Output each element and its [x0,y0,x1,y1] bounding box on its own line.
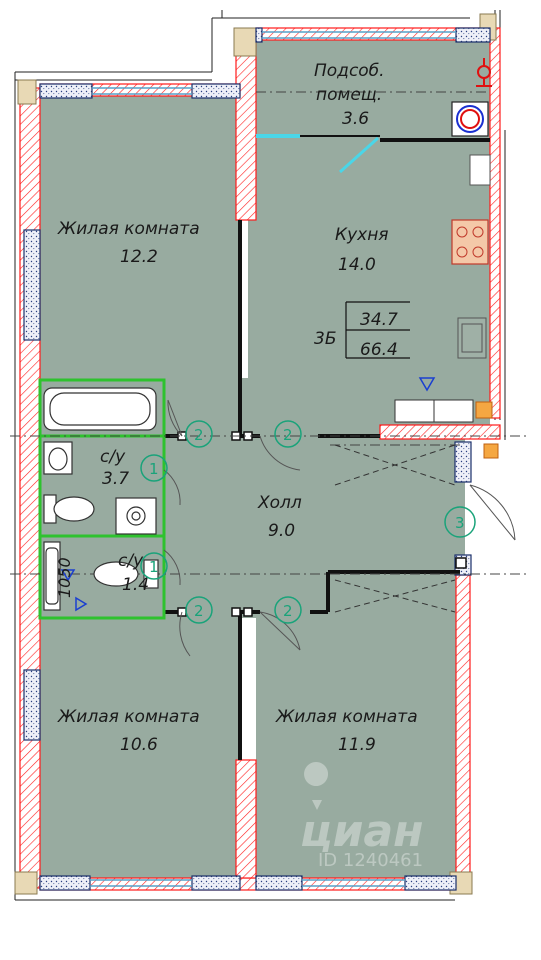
level-markers [60,377,436,612]
utility-area: 3.6 [342,109,369,129]
utility-door [256,134,380,174]
toilet-1 [43,494,95,524]
sink-2 [43,541,61,611]
door-marker-2c: 2 [194,602,204,620]
living-room-2-name: Жилая комната [57,707,200,727]
door-marker-2d: 2 [283,602,293,620]
living-room-1-area: 12.2 [120,247,158,267]
toilet-2 [93,559,159,589]
living-room-1-name: Жилая комната [57,219,200,239]
cian-watermark: циан ID 1240461 [300,762,424,871]
bathroom-walls [38,378,166,620]
floor-fill [40,40,490,878]
radiator [394,399,499,459]
watermark-id: ID 1240461 [318,850,423,871]
dimension-label: 1050 [55,557,74,598]
door-swings [163,399,516,657]
stove [451,219,489,265]
bathroom-1-area: 3.7 [102,469,129,489]
apartment-total-area: 66.4 [360,340,398,360]
utility-name-line2: помещ. [316,85,382,105]
kitchen-area: 14.0 [338,255,376,275]
bathroom-1-name: с/у [100,447,126,467]
gas-valve-icon [476,58,492,87]
bathtub [43,387,157,431]
boiler [451,101,489,137]
kitchen-sink [457,317,487,359]
living-room-2-area: 10.6 [120,735,158,755]
door-marker-1a: 1 [149,460,159,478]
door-marker-2b: 2 [283,426,293,444]
living-room-3-name: Жилая комната [275,707,418,727]
bathroom-2-area: 1.4 [122,575,149,595]
door-markers [140,420,476,624]
hall-name: Холл [257,493,302,513]
apartment-living-area: 34.7 [360,310,398,330]
hall-area: 9.0 [268,521,295,541]
door-marker-3: 3 [455,514,465,532]
door-marker-2a: 2 [194,426,204,444]
apartment-type: 3Б [314,329,336,349]
utility-name-line1: Подсоб. [314,61,385,81]
corner-blocks [14,13,497,895]
window-glass-lines [90,31,456,887]
door-marker-1b: 1 [149,558,159,576]
apartment-info: 3Б 34.7 66.4 [314,301,410,360]
living-room-3-area: 11.9 [338,735,376,755]
windows [23,27,491,891]
kitchen-name: Кухня [335,225,389,245]
watermark-brand: циан [300,806,424,857]
fridge [469,154,491,186]
sink-1 [43,441,73,475]
cabinet-cross [334,444,456,613]
bathroom-2-name: с/у [118,551,144,571]
washing-machine [115,497,157,535]
